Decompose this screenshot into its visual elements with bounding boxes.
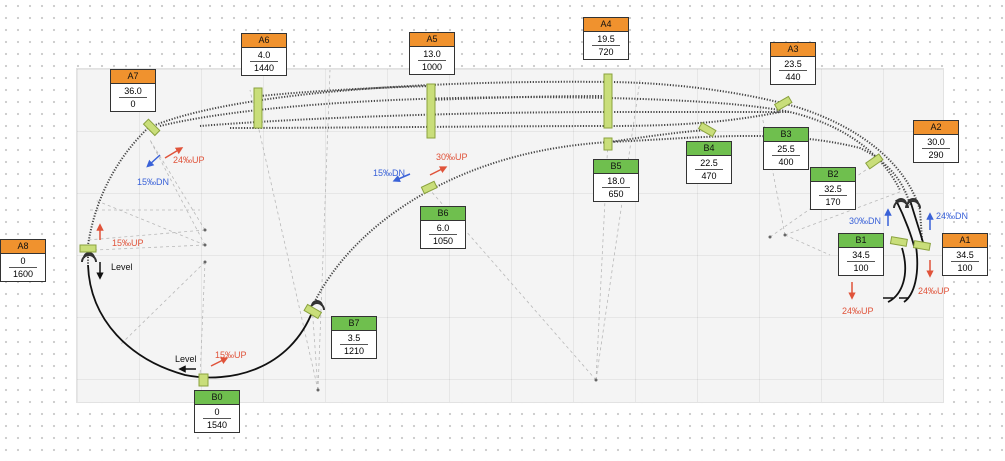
- layout-board: [76, 68, 944, 403]
- grade-label: Level: [111, 262, 133, 272]
- grade-label: 30‰DN: [849, 216, 882, 226]
- grade-label: 15‰DN: [373, 168, 406, 178]
- grade-label: 15‰DN: [137, 177, 170, 187]
- section-bars: [79, 73, 931, 387]
- grade-label: 15‰UP: [112, 238, 144, 248]
- tunnel-portals: [81, 198, 921, 311]
- grade-label: 24‰UP: [173, 155, 205, 165]
- mainline-tracks: [87, 80, 923, 306]
- construction-points: [203, 228, 787, 392]
- construction-lines: [87, 69, 906, 391]
- grade-label: 24‰UP: [918, 286, 950, 296]
- solid-tracks: [87, 199, 925, 379]
- grade-label: 15‰UP: [215, 350, 247, 360]
- grade-label: 30‰UP: [436, 152, 468, 162]
- grade-label: 24‰DN: [936, 211, 969, 221]
- grade-label: 24‰UP: [842, 306, 874, 316]
- grade-arrows: [96, 147, 934, 373]
- grade-label: Level: [175, 354, 197, 364]
